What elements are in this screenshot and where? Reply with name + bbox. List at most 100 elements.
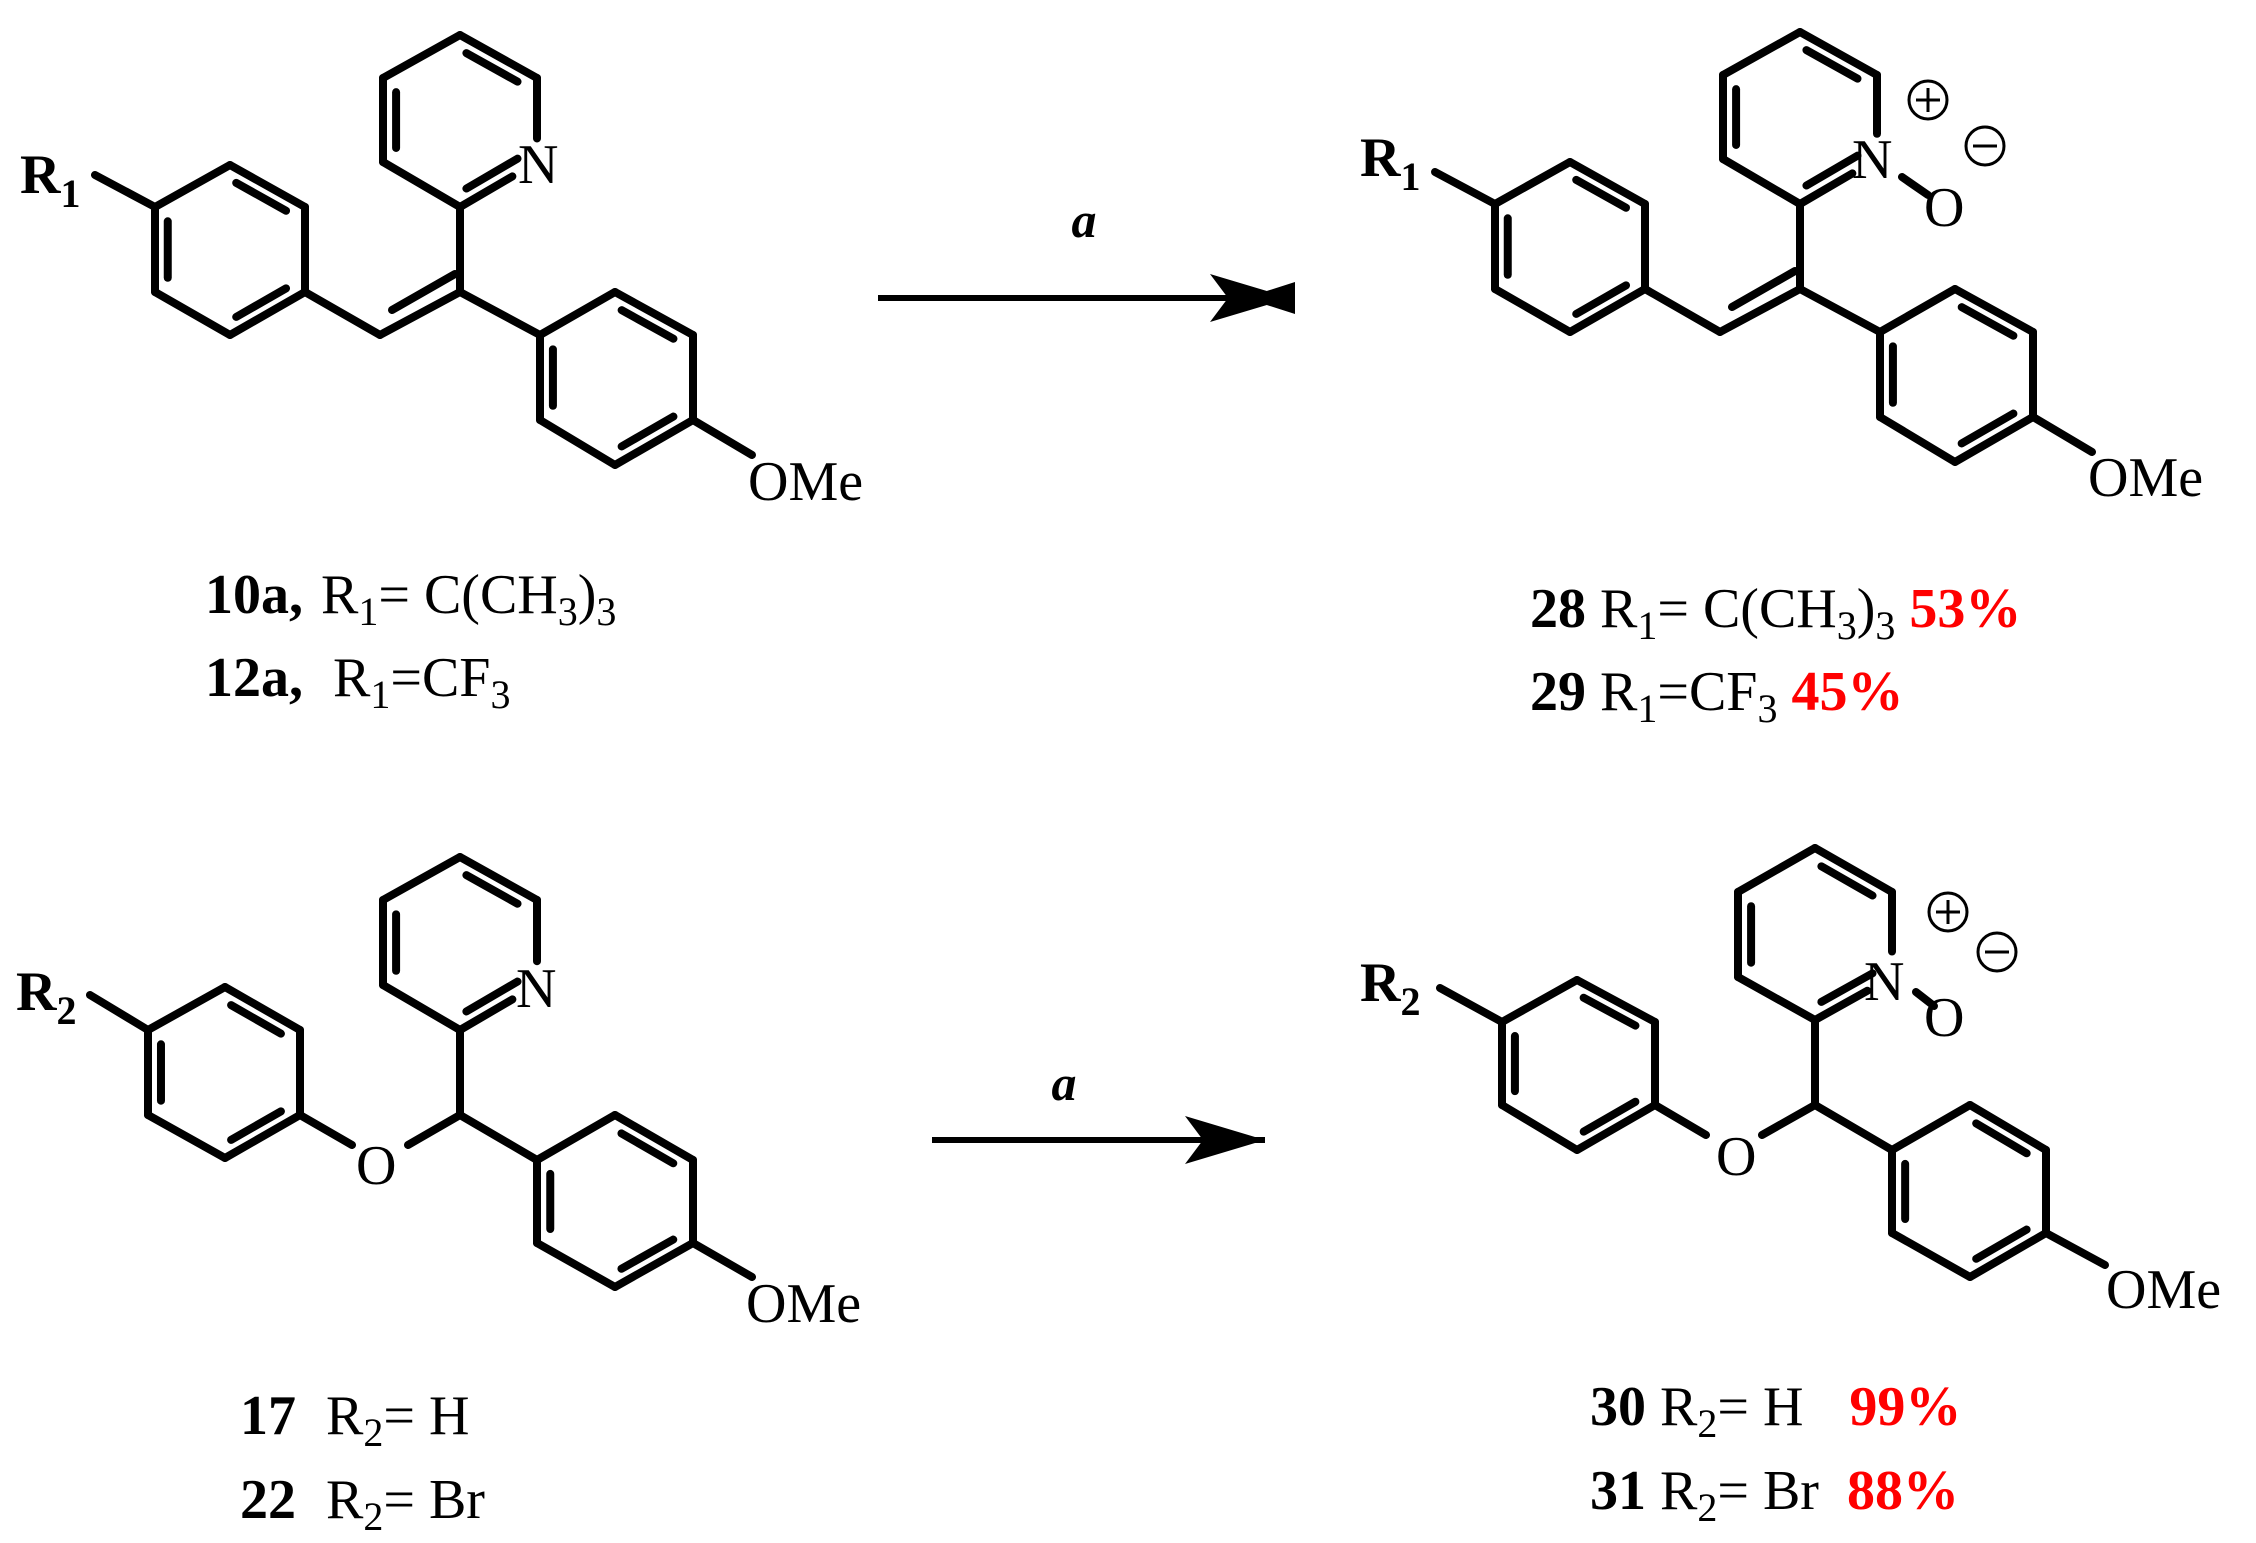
methoxyphenyl-ring-bond [1966,1101,2050,1154]
ether-bond-left [1651,1101,1710,1139]
methoxyphenyl-ring-double-bond [1957,303,2018,340]
pyridine-ring-bond [1811,986,1872,1024]
ether-bond-right [404,1111,464,1149]
aryl-ring-left-bond [151,288,234,339]
methoxyphenyl-ring-double-bond [1972,1225,2031,1263]
aryl-ring-left-bond [221,1111,304,1162]
pyridine-ring-bond [1811,844,1896,896]
pyridine-ring-double-bond [1802,46,1862,83]
methoxy-group: OMe [746,1273,861,1335]
methoxyphenyl-ring-bond [536,288,619,339]
r1-bond [91,171,159,211]
methoxyphenyl-ring-bond [533,1239,619,1291]
pyridine-ring-bond [379,981,464,1034]
aryl-ring-left-double-bond [227,1107,285,1144]
structure-30-31 [1436,844,2109,1281]
aryl-ring-left-bond [1566,158,1649,208]
aryl-ring-left-bond [1498,1101,1581,1154]
pyridine-ring-bond [456,853,541,904]
aryl-ring-left-bond [1491,158,1574,208]
r2-bond [1436,984,1506,1026]
methoxy-bond [2029,413,2096,456]
structure-10a-12a [91,31,756,469]
aryl-link-bond [456,1111,541,1164]
pyridine-ring-double-bond [462,977,522,1016]
methoxyphenyl-ring-bond [1951,285,2037,336]
n-oxide-bond [1912,988,1938,1010]
r2-group-label: R2 [16,961,76,1033]
aryl-ring-left-bond [1491,285,1574,336]
pyridine-ring-bond [1734,973,1819,1024]
arrowhead-1-shape [1210,274,1290,322]
methoxyphenyl-ring-bond [611,1239,697,1291]
aryl-ring-left-bond [226,288,309,339]
ether-oxygen: O [1716,1126,1756,1188]
pyridine-ring-bond [379,31,464,82]
alkene-double-bond [388,270,459,314]
r2-bond [86,991,152,1034]
aryl-ring-left-bond [1498,976,1581,1026]
methoxyphenyl-ring-bond [611,416,697,469]
methoxy-bond [2042,1229,2109,1269]
vinyl-bond [1641,285,1724,336]
aryl-ring-left-bond [144,983,229,1034]
pyridine-ring-bond [456,995,517,1034]
pyridine-ring-double-bond [462,871,522,908]
pyridine-nitrogen: N [518,134,558,196]
methoxy-group: OMe [2106,1259,2221,1321]
methoxyphenyl-ring-double-bond [617,412,678,451]
methoxyphenyl-ring-bond [611,1111,697,1164]
pyridine-ring-double-bond [1817,862,1877,900]
r1-bond [1431,168,1499,208]
aryl-ring-left-double-bond [232,178,291,215]
yield-28: 53% [1909,578,2021,640]
pyridine-ring-bond [379,158,464,211]
pyridine-ring-bond [1719,28,1804,79]
r2-group-label: R2 [1360,952,1420,1024]
n-oxide-bond [1898,173,1932,199]
methoxyphenyl-ring-double-bond [617,1235,678,1273]
ether-bond-right [1758,1101,1819,1139]
methoxyphenyl-ring-bond [536,416,619,469]
pyridine-n-oxide-nitrogen: N [1864,951,1904,1013]
pyridine-ring-double-bond [1802,151,1862,190]
aryl-ring-left-bond [1573,976,1659,1026]
methoxyphenyl-ring-bond [533,1111,619,1164]
aryl-ring-left-bond [1566,285,1649,336]
methoxyphenyl-ring-double-bond [1957,409,2018,448]
aryl-ring-left-bond [226,161,309,211]
compound-label-10a: 10a,R1= C(CH3)3 [205,564,616,634]
negative-charge-icon [1976,931,2018,973]
aryl-link-bond [456,288,544,339]
pyridine-nitrogen: N [516,958,556,1020]
methoxyphenyl-ring-double-bond [617,1129,678,1168]
pyridine-ring-bond [1719,155,1804,208]
alkene-bond [376,288,464,339]
aryl-link-bond [1796,285,1884,336]
methoxy-group: OMe [748,451,863,513]
vinyl-bond [301,288,384,339]
pyridine-ring-double-bond [462,49,522,86]
negative-charge-icon [1964,125,2006,167]
methoxyphenyl-ring-bond [1951,413,2037,466]
aryl-ring-left-double-bond [1572,175,1631,212]
structure-28-29 [1431,28,2096,466]
r1-group-label: R1 [1360,127,1420,199]
methoxyphenyl-ring-double-bond [1972,1119,2031,1158]
methoxy-bond [689,1239,756,1281]
pyridine-ring-bond [1796,28,1881,79]
reagent-label-1: a [1072,192,1097,248]
pyridine-n-oxide-nitrogen: N [1852,129,1892,191]
methoxyphenyl-ring-bond [611,288,697,339]
methoxyphenyl-ring-bond [1966,1229,2050,1281]
aryl-ring-left-double-bond [1572,281,1631,318]
pyridine-ring-bond [379,853,464,904]
methoxyphenyl-ring-double-bond [617,306,678,343]
